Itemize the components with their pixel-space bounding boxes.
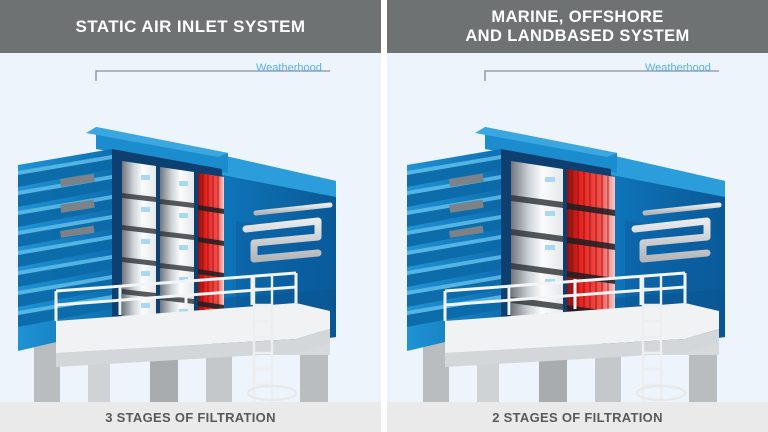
safety-railing-right bbox=[443, 271, 687, 321]
panel-static-air-inlet: STATIC AIR INLET SYSTEM bbox=[0, 0, 381, 432]
inlet-housing-body-left bbox=[212, 153, 336, 353]
callout-leader-line-right bbox=[484, 70, 719, 81]
diagram-svg-right bbox=[387, 53, 768, 402]
illustration-left: Weatherhood bbox=[0, 53, 381, 402]
platform-right bbox=[443, 271, 719, 367]
access-ladder-left bbox=[246, 275, 298, 402]
weatherhood-louvers-right bbox=[407, 159, 501, 327]
access-ladder-right bbox=[635, 275, 687, 402]
filter-column-1-white bbox=[122, 161, 156, 337]
hood-vent-grills-left bbox=[60, 173, 95, 238]
panel-marine-offshore-landbased: MARINE, OFFSHORE AND LANDBASED SYSTEM bbox=[387, 0, 768, 432]
serpentine-duct-left bbox=[242, 202, 333, 263]
illustration-right: Weatherhood bbox=[387, 53, 768, 402]
serpentine-duct-right bbox=[631, 202, 722, 263]
panel-header-right-line1: MARINE, OFFSHORE bbox=[491, 7, 664, 26]
panel-header-left: STATIC AIR INLET SYSTEM bbox=[0, 0, 381, 53]
panel-footer-left: 3 STAGES OF FILTRATION bbox=[0, 402, 381, 432]
hood-vent-grills-right bbox=[448, 173, 484, 238]
panel-footer-right: 2 STAGES OF FILTRATION bbox=[387, 402, 768, 432]
diagram-svg-left bbox=[0, 53, 381, 402]
cassette-label-tabs-1 bbox=[141, 175, 150, 308]
panel-header-right-line2: AND LANDBASED SYSTEM bbox=[465, 26, 690, 45]
panel-header-right: MARINE, OFFSHORE AND LANDBASED SYSTEM bbox=[387, 0, 768, 53]
callout-leader-line-left bbox=[95, 70, 330, 81]
filter-stack-right bbox=[511, 161, 615, 343]
